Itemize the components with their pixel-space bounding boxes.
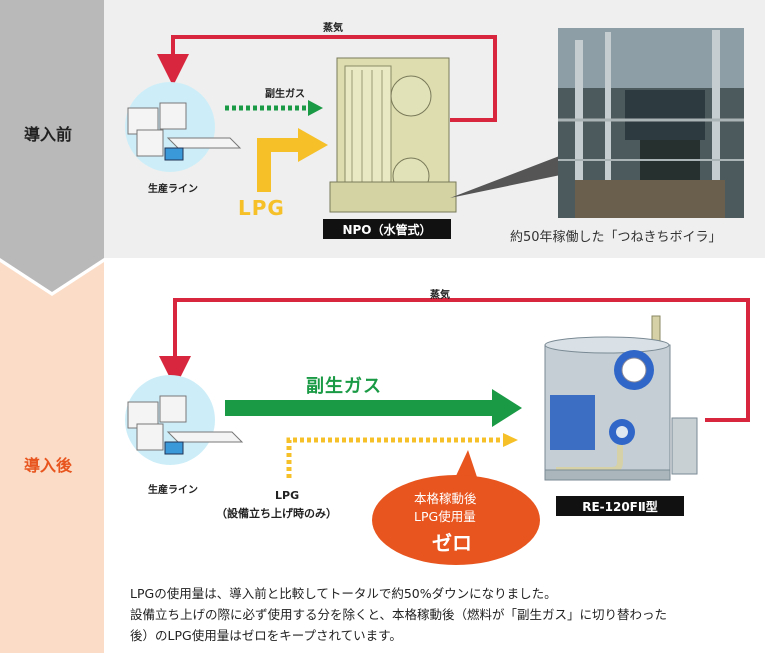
footnote-line-3: 後）のLPG使用量はゼロをキープされています。 bbox=[130, 628, 402, 643]
tsunekichi-boiler-photo bbox=[558, 28, 744, 218]
after-production-line-label: 生産ライン bbox=[148, 485, 198, 496]
npo-model-label: NPO（水管式） bbox=[323, 219, 451, 239]
after-lpg-arrow bbox=[286, 437, 505, 478]
before-production-line-illustration bbox=[125, 82, 242, 172]
footnote: LPGの使用量は、導入前と比較してトータルで約50%ダウンになりました。 設備立… bbox=[130, 583, 760, 646]
bubble-line1: 本格稼動後 bbox=[414, 491, 477, 506]
before-production-line-label: 生産ライン bbox=[148, 184, 198, 195]
before-lpg-label: LPG bbox=[238, 196, 285, 220]
after-gas-arrow bbox=[225, 400, 495, 416]
before-lpg-arrow bbox=[257, 138, 300, 192]
bubble-line2: LPG使用量 bbox=[414, 509, 476, 524]
before-steam-label: 蒸気 bbox=[323, 23, 343, 34]
after-label: 導入後 bbox=[24, 456, 73, 475]
after-production-line-illustration bbox=[125, 375, 244, 465]
after-gas-label: 副生ガス bbox=[306, 376, 382, 397]
before-label: 導入前 bbox=[24, 125, 73, 144]
after-lpg-label: LPG bbox=[275, 489, 300, 502]
before-steam-arrow bbox=[157, 35, 497, 122]
photo-pointer bbox=[450, 150, 575, 198]
npo-boiler-illustration bbox=[329, 57, 457, 213]
re120f-boiler-illustration bbox=[544, 315, 698, 481]
before-side-band bbox=[0, 0, 104, 292]
photo-caption: 約50年稼働した「つねきちボイラ」 bbox=[510, 230, 722, 245]
after-steam-arrow bbox=[159, 298, 750, 422]
re120f-model-label: RE-120FⅡ型 bbox=[556, 496, 684, 516]
footnote-line-1: LPGの使用量は、導入前と比較してトータルで約50%ダウンになりました。 bbox=[130, 586, 557, 601]
after-side-band bbox=[0, 262, 104, 653]
footnote-line-2: 設備立ち上げの際に必ず使用する分を除くと、本格稼動後（燃料が「副生ガス」に切り替… bbox=[130, 607, 668, 622]
zero-lpg-bubble bbox=[372, 475, 540, 565]
after-lpg-note: （設備立ち上げ時のみ） bbox=[216, 507, 337, 520]
after-steam-label: 蒸気 bbox=[430, 290, 450, 301]
bubble-line3: ゼロ bbox=[432, 531, 472, 555]
before-gas-label: 副生ガス bbox=[265, 89, 305, 100]
